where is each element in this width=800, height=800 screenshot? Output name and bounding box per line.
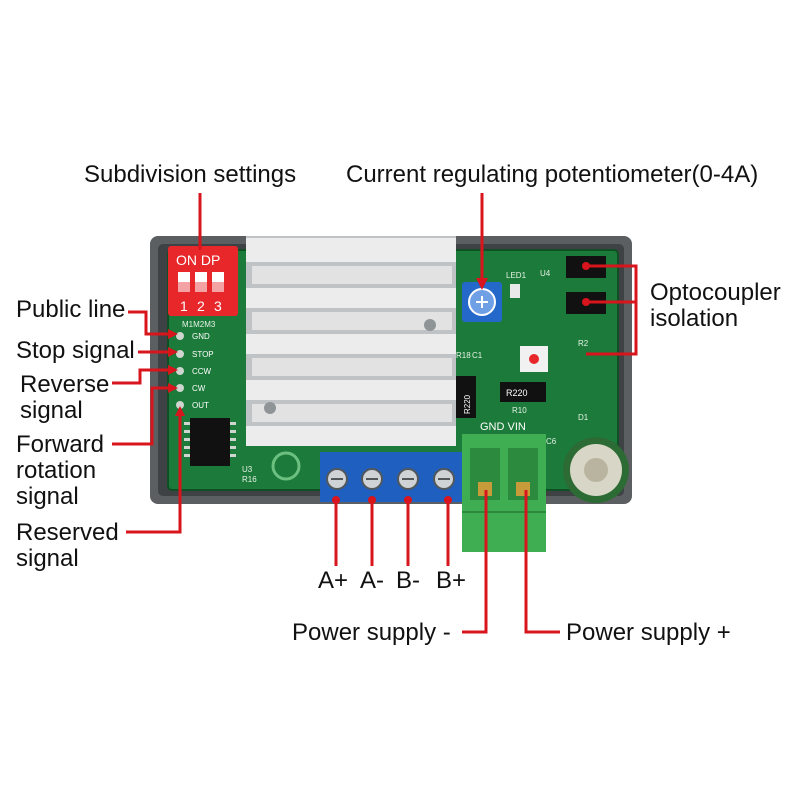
dip-number-1: 1 bbox=[180, 298, 188, 314]
label-r18: R18 bbox=[456, 351, 471, 360]
power-terminal-label: GND VIN bbox=[480, 421, 526, 433]
callout-power-supply-minus: Power supply - bbox=[292, 619, 451, 646]
resistor-vertical: R220 bbox=[456, 376, 476, 418]
label-c6: C6 bbox=[546, 437, 557, 446]
label-r2: R2 bbox=[578, 339, 589, 348]
callout-forward-line3: signal bbox=[16, 483, 79, 510]
resistor-horizontal: R220 bbox=[500, 382, 546, 402]
pin-out: OUT bbox=[192, 401, 209, 410]
motor-terminal[interactable] bbox=[320, 452, 462, 502]
dip-mode-label: M1M2M3 bbox=[182, 320, 216, 329]
callout-reverse-signal: Reverse signal bbox=[20, 372, 109, 424]
callout-current-potentiometer: Current regulating potentiometer(0-4A) bbox=[346, 161, 759, 188]
pin-ccw: CCW bbox=[192, 367, 212, 376]
terminal-label-b-plus: B+ bbox=[436, 567, 467, 594]
resistor-b-label: R220 bbox=[506, 388, 528, 398]
label-r16: R16 bbox=[242, 475, 257, 484]
callout-stop-signal: Stop signal bbox=[16, 337, 135, 364]
callout-reserved-signal: Reserved signal bbox=[16, 520, 119, 572]
ic-chip bbox=[184, 418, 236, 466]
callout-forward-line2: rotation bbox=[16, 457, 97, 484]
callout-reserved-line2: signal bbox=[16, 545, 79, 572]
label-c1: C1 bbox=[472, 351, 483, 360]
pin-stop: STOP bbox=[192, 350, 214, 359]
callout-optocoupler-line2: isolation bbox=[650, 305, 739, 332]
terminal-label-b-minus: B- bbox=[396, 567, 420, 594]
heatsink-icon bbox=[246, 236, 456, 446]
pin-gnd: GND bbox=[192, 332, 210, 341]
led bbox=[510, 284, 520, 298]
callout-reverse-line2: signal bbox=[20, 397, 83, 424]
leader-lines bbox=[112, 193, 638, 634]
label-led1: LED1 bbox=[506, 271, 527, 280]
label-d1: D1 bbox=[578, 413, 589, 422]
callout-forward-signal: Forward rotation signal bbox=[16, 432, 104, 510]
dip-on-label: ON DP bbox=[176, 252, 220, 268]
power-terminal[interactable] bbox=[462, 434, 546, 552]
dip-switch[interactable]: ON DP 1 2 3 bbox=[168, 246, 238, 316]
resistor-a-label: R220 bbox=[463, 394, 472, 414]
terminal-label-a-plus: A+ bbox=[318, 567, 349, 594]
callout-reverse-line1: Reverse bbox=[20, 371, 110, 398]
callout-optocoupler-line1: Optocoupler bbox=[650, 279, 781, 306]
callout-public-line: Public line bbox=[16, 296, 126, 323]
pin-cw: CW bbox=[192, 384, 206, 393]
label-u3: U3 bbox=[242, 465, 253, 474]
callout-subdivision-settings: Subdivision settings bbox=[84, 161, 297, 188]
dip-number-3: 3 bbox=[214, 298, 222, 314]
board-logo bbox=[271, 451, 301, 481]
label-r10: R10 bbox=[512, 406, 527, 415]
terminal-label-a-minus: A- bbox=[360, 567, 384, 594]
label-u4: U4 bbox=[540, 269, 551, 278]
callout-reserved-line1: Reserved bbox=[16, 519, 119, 546]
dip-number-2: 2 bbox=[197, 298, 205, 314]
callout-optocoupler-isolation: Optocoupler isolation bbox=[650, 280, 781, 332]
callout-forward-line1: Forward bbox=[16, 431, 105, 458]
callout-power-supply-plus: Power supply + bbox=[566, 619, 731, 646]
capacitor-icon bbox=[563, 437, 629, 503]
